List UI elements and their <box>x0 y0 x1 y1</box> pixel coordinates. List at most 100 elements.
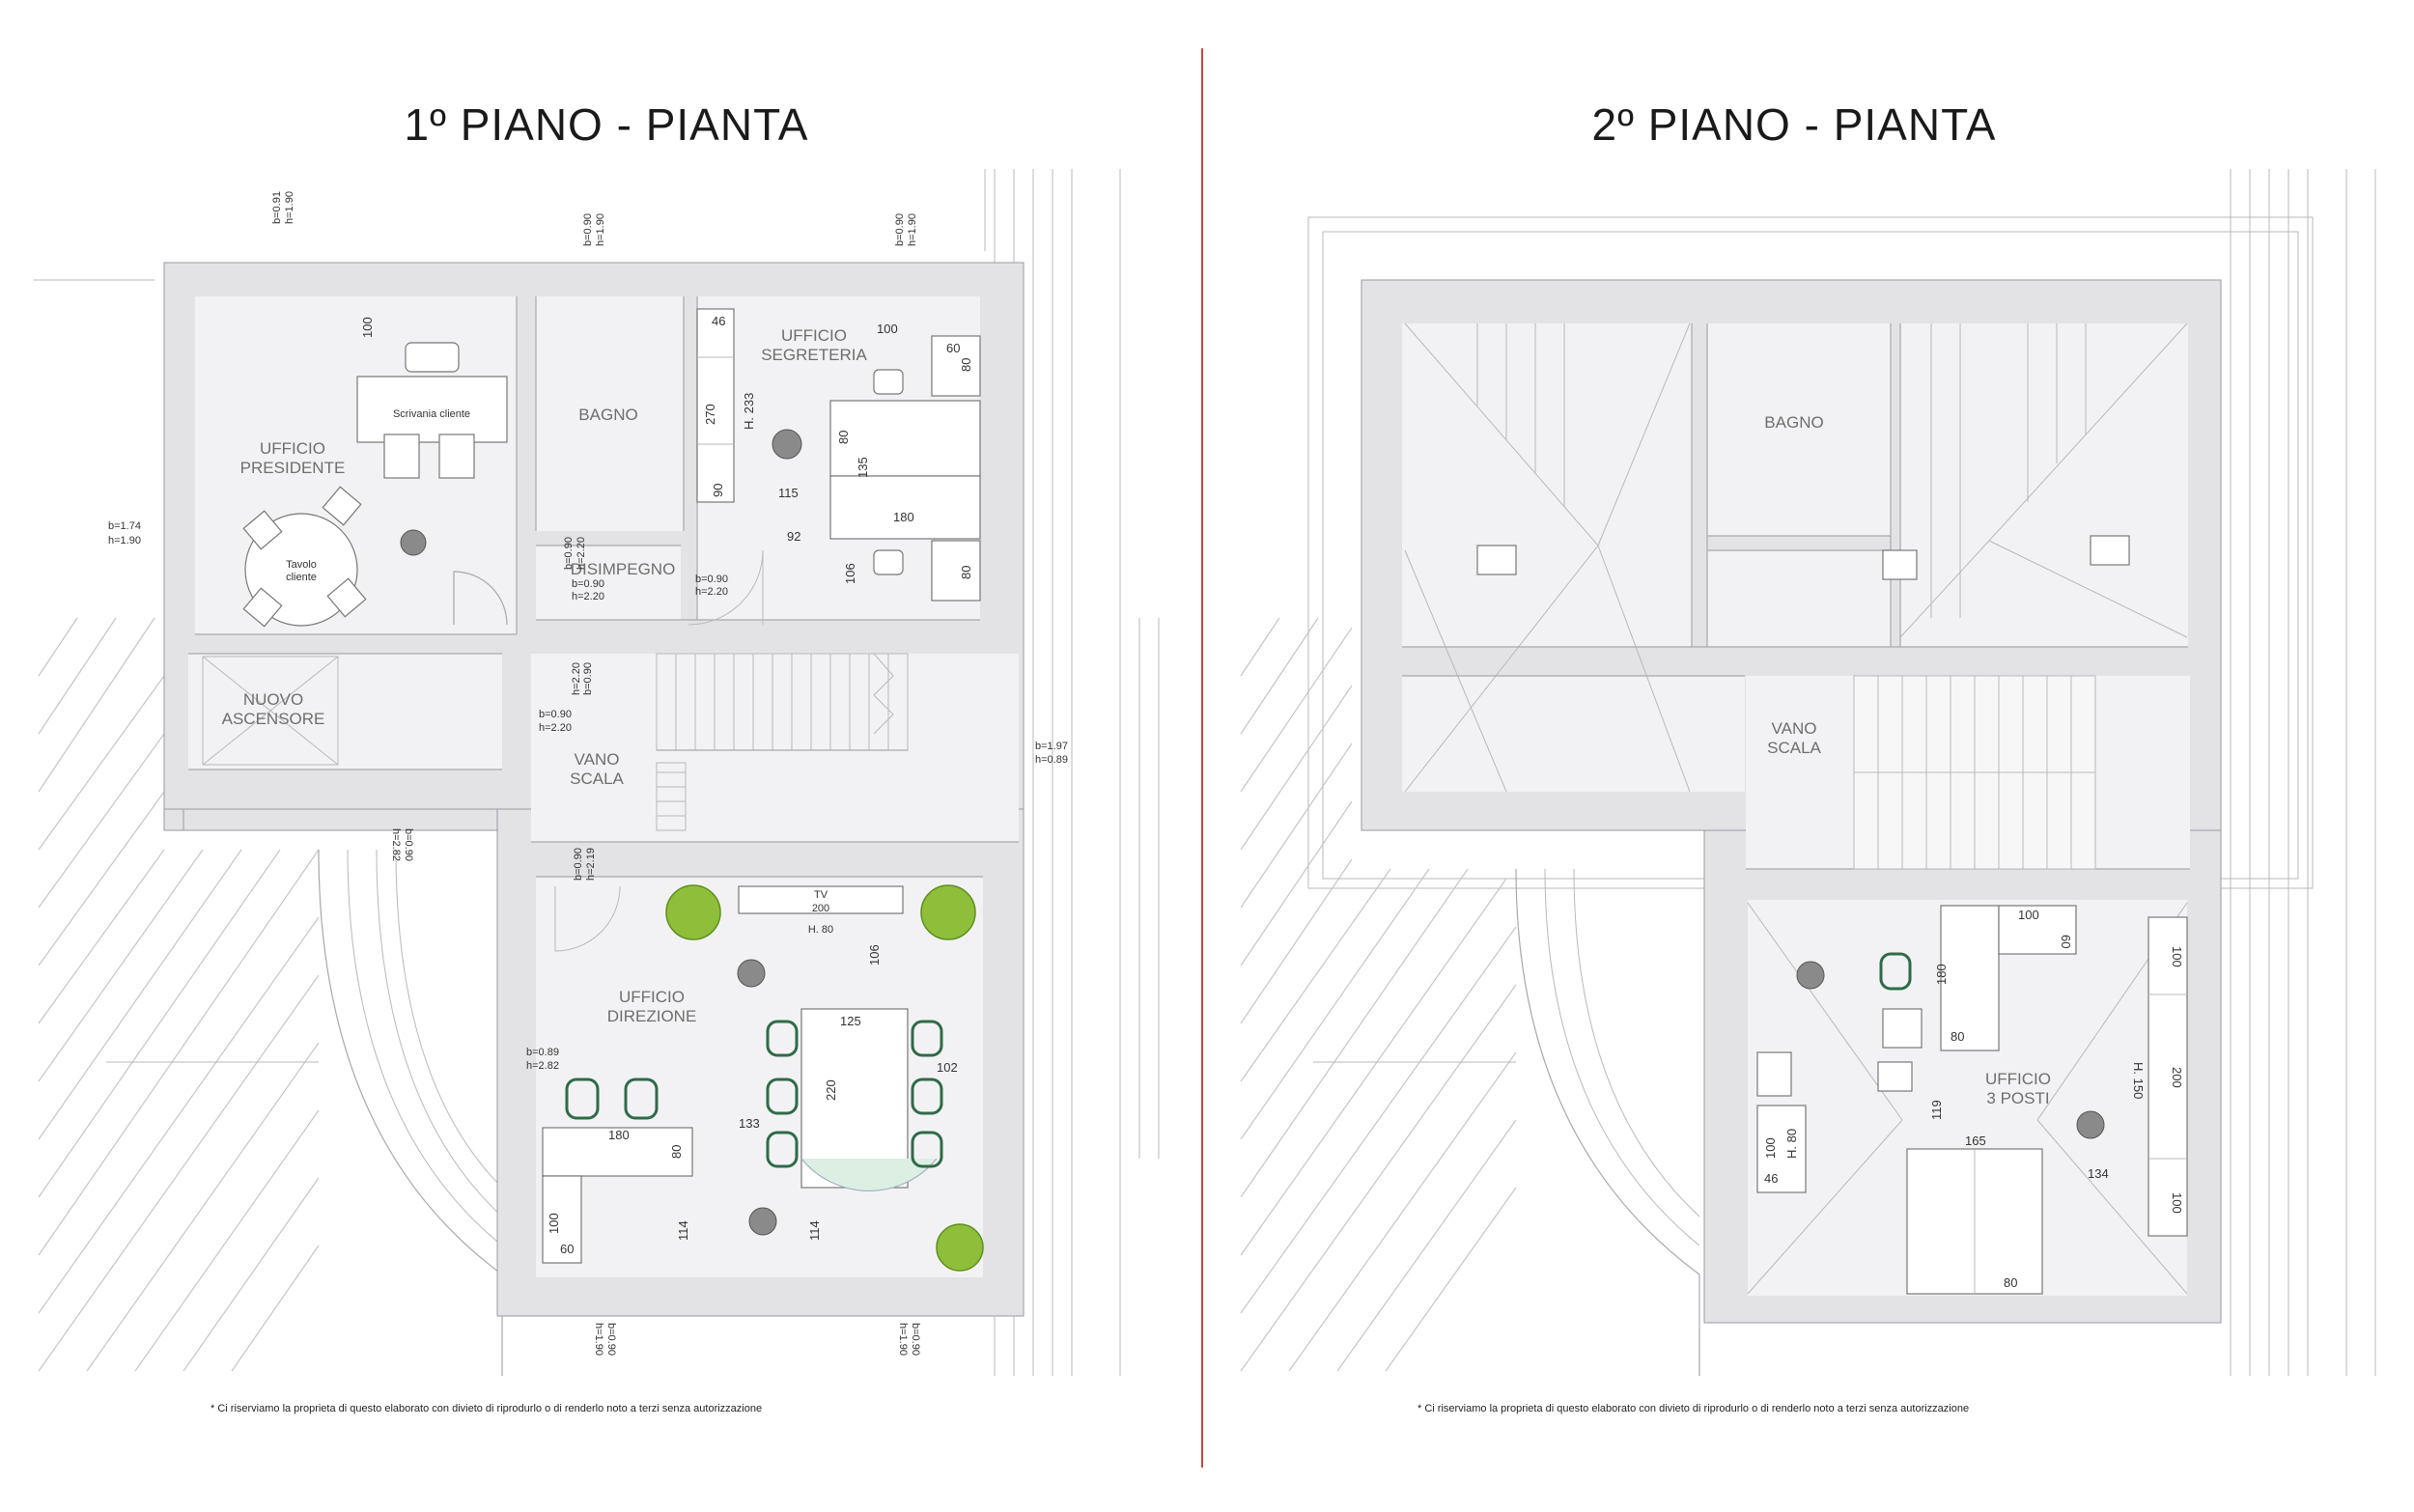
opening-b: b=0.90 <box>582 213 594 246</box>
plan-2-context <box>1240 169 2376 1376</box>
room-ufficio-3-posti-1: UFFICIO <box>1985 1070 2051 1088</box>
room-vano-scala-2a: VANO <box>1772 719 1817 738</box>
dimension: 100 <box>2170 1192 2184 1214</box>
dimension: 115 <box>778 486 799 500</box>
plant-icon <box>936 1223 984 1272</box>
dimension: H. 233 <box>742 393 756 430</box>
dimension: 60 <box>560 1242 574 1256</box>
room-vano-scala-1: VANO <box>575 750 620 769</box>
dimension: 180 <box>893 510 914 524</box>
person-icon <box>2076 1110 2105 1139</box>
dimension: 270 <box>703 404 717 425</box>
opening-h: h=2.82 <box>526 1060 559 1072</box>
plan-1-title: 1º PIANO - PIANTA <box>405 99 809 150</box>
tv-height: H. 80 <box>808 924 833 936</box>
person-icon <box>748 1207 777 1236</box>
opening-h: h=2.20 <box>575 537 587 570</box>
plan-1: Scrivania cliente Tavolo cliente TV 200 … <box>34 169 1160 1376</box>
dimension: 46 <box>1764 1171 1778 1186</box>
dimension: 80 <box>836 431 851 444</box>
dimension: H. 150 <box>2131 1062 2146 1099</box>
dimension: 60 <box>946 341 960 355</box>
room-ufficio-segreteria-1: UFFICIO <box>781 326 847 345</box>
room-bagno-2: BAGNO <box>1764 413 1823 432</box>
footnote-left: * Ci riserviamo la proprieta di questo e… <box>211 1403 762 1414</box>
person-icon <box>772 429 802 460</box>
opening-b: b=1.74 <box>108 520 141 532</box>
room-bagno-1: BAGNO <box>578 406 637 424</box>
plan-2-title: 2º PIANO - PIANTA <box>1592 99 1997 150</box>
dimension: 114 <box>676 1220 690 1241</box>
dimension: 200 <box>2170 1067 2184 1088</box>
dimension: 80 <box>959 566 973 579</box>
opening-h: h=2.20 <box>695 586 728 598</box>
opening-h: h=1.90 <box>897 1323 909 1356</box>
desk-label-scrivania: Scrivania cliente <box>393 408 470 420</box>
opening-b: b=0.90 <box>572 578 604 590</box>
opening-h: h=1.90 <box>593 1323 604 1356</box>
dimension: 100 <box>1763 1137 1778 1159</box>
dimension: 100 <box>547 1213 561 1234</box>
dimension: 92 <box>787 529 800 544</box>
dimension: 80 <box>669 1145 684 1159</box>
table-label-1: Tavolo <box>286 559 317 571</box>
room-ufficio-segreteria-2: SEGRETERIA <box>761 346 867 364</box>
opening-h: h=1.90 <box>108 535 141 546</box>
dimension: 220 <box>824 1079 838 1101</box>
opening-h: h=2.20 <box>539 722 572 734</box>
opening-b: b=0.91 <box>271 191 283 224</box>
plan-1-context <box>34 169 1160 1376</box>
table-label-2: cliente <box>286 572 317 583</box>
dimension: 134 <box>2088 1166 2109 1181</box>
plan-1-stairs <box>656 653 909 831</box>
opening-b: b=0.89 <box>526 1047 559 1058</box>
dimension: 165 <box>1965 1134 1986 1148</box>
opening-h: h=1.90 <box>595 213 606 246</box>
room-ascensore-2: ASCENSORE <box>222 710 325 728</box>
room-ufficio-3-posti-2: 3 POSTI <box>1986 1089 2049 1107</box>
opening-b: b=0.90 <box>605 1323 617 1356</box>
room-ufficio-presidente-1: UFFICIO <box>260 439 325 458</box>
opening-b: b=1.97 <box>1035 741 1068 752</box>
dimension: 80 <box>1951 1029 1964 1044</box>
room-vano-scala-2b: SCALA <box>1767 739 1821 757</box>
dimension: 119 <box>1929 1100 1944 1120</box>
dimension: 90 <box>711 484 725 497</box>
room-disimpegno: DISIMPEGNO <box>571 560 676 578</box>
room-ufficio-direzione-1: UFFICIO <box>619 988 685 1006</box>
opening-h: h=2.82 <box>390 828 402 861</box>
plant-icon <box>665 884 721 940</box>
room-ufficio-presidente-2: PRESIDENTE <box>240 459 346 477</box>
tv-width: 200 <box>812 903 829 914</box>
dimension: 135 <box>856 457 870 478</box>
dimension: 80 <box>959 358 973 372</box>
opening-h: h=1.90 <box>284 191 295 224</box>
dimension: 60 <box>2059 935 2073 948</box>
dimension: 46 <box>712 314 725 328</box>
dimension: H. 80 <box>1784 1129 1799 1159</box>
dimension: 106 <box>843 563 857 584</box>
dimension: 180 <box>608 1128 630 1142</box>
opening-b: b=0.90 <box>403 828 414 861</box>
footnote-right: * Ci riserviamo la proprieta di questo e… <box>1418 1403 1969 1414</box>
opening-b: b=0.90 <box>539 709 572 720</box>
room-ufficio-direzione-2: DIREZIONE <box>607 1007 697 1025</box>
dimension: 125 <box>840 1014 861 1028</box>
opening-h: h=2.20 <box>572 591 604 602</box>
opening-b: b=0.90 <box>573 848 584 881</box>
dimension: 100 <box>2170 946 2184 967</box>
dimension: 80 <box>2004 1275 2017 1290</box>
dimension: 100 <box>2018 908 2039 922</box>
person-icon <box>1796 961 1825 990</box>
opening-b: b=0.90 <box>910 1323 921 1356</box>
opening-h: h=0.89 <box>1035 754 1068 766</box>
opening-b: b=0.90 <box>563 537 575 570</box>
tv-label: TV <box>814 889 828 901</box>
dimension: 114 <box>807 1220 822 1241</box>
plan-2: BAGNO VANO SCALA UFFICIO 3 POSTI 100 60 … <box>1240 169 2376 1376</box>
opening-h: h=2.19 <box>585 848 597 881</box>
dimension: 100 <box>877 322 898 336</box>
room-vano-scala-2: SCALA <box>570 770 624 788</box>
opening-h: h=2.20 <box>571 662 582 695</box>
